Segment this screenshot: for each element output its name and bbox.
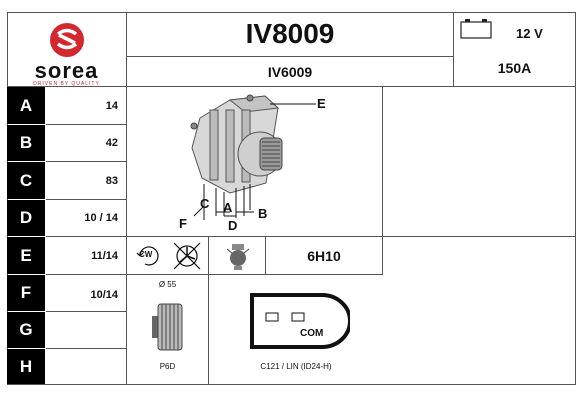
frame-col-diagram [382, 86, 383, 274]
frame-top [7, 12, 576, 13]
row-value-c: 83 [105, 174, 118, 187]
connector-code: C121 / LIN (ID24-H) [260, 362, 332, 371]
row-value-g [46, 312, 122, 348]
row-letter-d: D [7, 200, 45, 236]
pulley-diameter: Ø 55 [158, 280, 177, 289]
brand-name: sorea [34, 58, 99, 83]
row-letter-e: E [7, 237, 45, 274]
connector-label: COM [300, 328, 324, 339]
voltage: 12 V [516, 26, 543, 41]
brand-tagline: DRIVEN BY QUALITY [33, 81, 100, 87]
alt-part-number: IV6009 [267, 63, 313, 80]
rotation-label: CW [139, 250, 153, 259]
pulley-icon [152, 303, 183, 351]
frame-bottom [7, 384, 576, 385]
diagram-label-e: E [317, 96, 326, 111]
brand-logo: sorea DRIVEN BY QUALITY [7, 12, 126, 87]
rotation-divider [208, 237, 209, 274]
frame-col-1 [126, 12, 127, 385]
frame-col-header [453, 12, 454, 86]
frame-right [575, 12, 576, 385]
rotation-divider [265, 237, 266, 274]
rotation-cw-icon [136, 246, 159, 266]
row-value-e: 11/14 [91, 249, 118, 262]
row-value-b: 42 [105, 137, 118, 149]
frame-diagram-bottom [126, 236, 576, 237]
frame-pulley-right [208, 274, 209, 384]
alternator-diagram [190, 94, 316, 220]
row-value-f: 10/14 [90, 289, 118, 301]
diagram-label-d: D [228, 218, 238, 233]
row-letter-f: F [7, 275, 45, 311]
diagram-label-b: B [258, 206, 268, 221]
row-value-h [46, 349, 122, 384]
row-divider [46, 348, 127, 349]
row-divider [46, 124, 127, 125]
regulator-icon [226, 244, 250, 270]
diagram-label-c: C [200, 196, 210, 211]
diagram-label-f: F [179, 216, 187, 231]
fan-crossed-icon [173, 242, 201, 270]
connector-plug-icon [250, 293, 350, 349]
row-divider [46, 161, 127, 162]
amperage: 150A [497, 60, 532, 76]
pulley-type: P6D [159, 362, 176, 371]
row-letter-g: G [7, 312, 45, 348]
row-divider [46, 311, 127, 312]
regulator-code: 6H10 [307, 247, 341, 264]
row-letter-h: H [7, 349, 45, 384]
frame-rotation-bottom [126, 274, 383, 275]
frame-header-mid [126, 56, 454, 57]
row-value-a: 14 [105, 99, 118, 112]
row-divider [46, 199, 127, 200]
row-letter-b: B [7, 125, 45, 161]
brand-emblem-icon [50, 23, 84, 57]
diagram-label-a: A [223, 200, 233, 215]
row-divider [46, 274, 127, 275]
row-letter-a: A [7, 87, 45, 124]
row-value-d: 10 / 14 [84, 212, 118, 224]
row-letter-c: C [7, 162, 45, 199]
frame-header-bottom [7, 86, 576, 87]
part-number: IV8009 [245, 18, 335, 49]
row-divider [46, 236, 127, 237]
battery-icon [460, 19, 492, 39]
